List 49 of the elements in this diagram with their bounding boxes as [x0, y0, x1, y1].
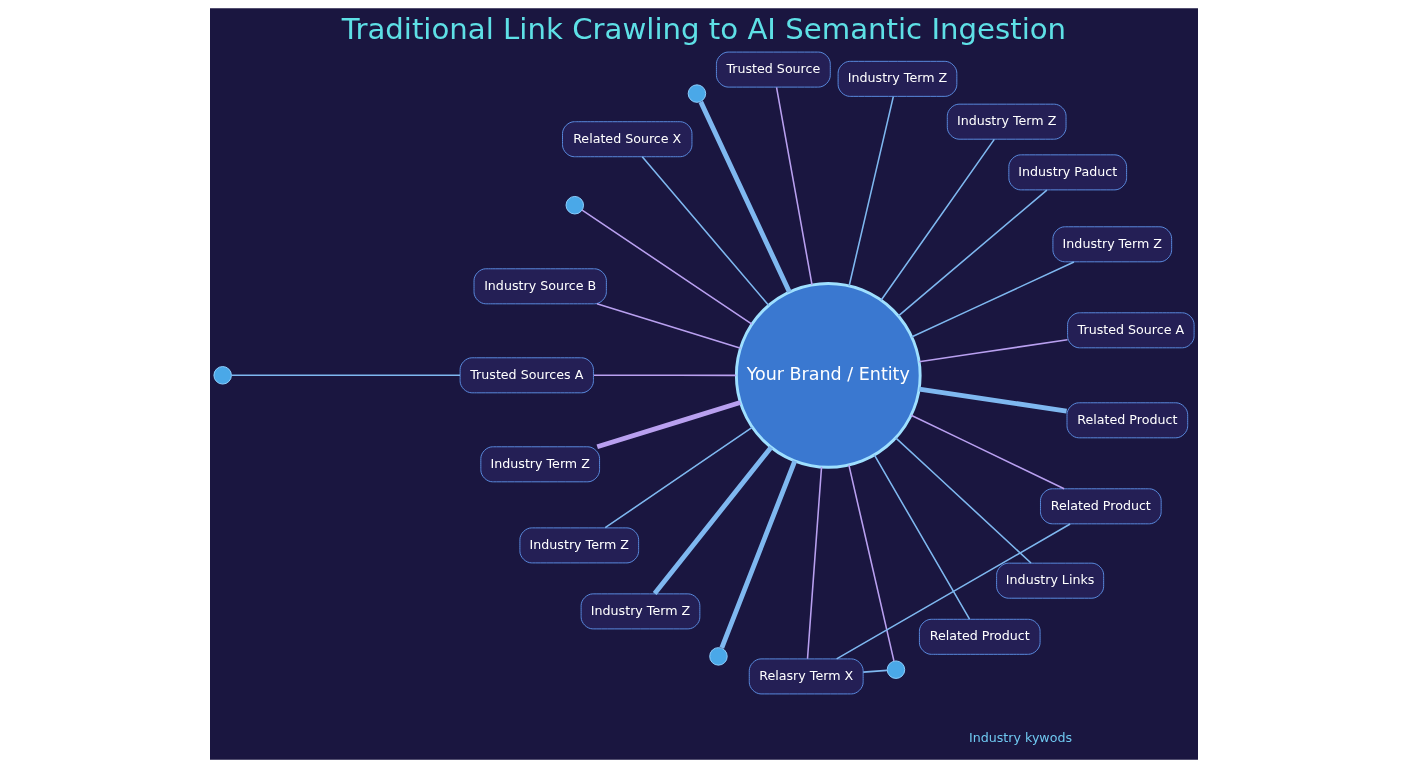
node-box: Related Product: [918, 618, 1041, 655]
connector: [641, 156, 770, 307]
node-box: Trusted Source: [715, 51, 831, 88]
connector: [880, 138, 996, 302]
connector: [806, 466, 823, 660]
connector: [652, 445, 774, 596]
connector: [596, 400, 741, 450]
connector: [719, 459, 798, 649]
connector: [918, 386, 1067, 414]
connector: [596, 303, 742, 350]
node-circle: [565, 195, 585, 215]
node-circle: [886, 660, 906, 679]
connector: [848, 95, 895, 287]
node-box: Industry Term Z: [519, 527, 640, 564]
label: Industry kywods: [969, 729, 1073, 745]
node-box: Industry Source B: [473, 268, 607, 305]
connector: [604, 426, 753, 529]
connector: [910, 414, 1065, 490]
node-box: Industry Term Z: [480, 446, 601, 483]
node-box: Industry Term Z: [946, 103, 1067, 140]
connector: [581, 209, 753, 325]
node-box: Industry Links: [996, 562, 1105, 599]
connector: [593, 374, 737, 377]
node-box: Industry Term Z: [837, 60, 958, 97]
connector: [862, 669, 888, 673]
connector: [698, 100, 792, 293]
diagram-title: Traditional Link Crawling to AI Semantic Ingestion: [341, 12, 1067, 47]
connector: [835, 523, 1071, 660]
connector: [775, 86, 813, 286]
node-circle: Your Brand / Entity: [734, 282, 922, 469]
connector: [848, 464, 895, 662]
node-box: Industry Paduct: [1008, 154, 1128, 191]
node-box: Relasry Term X: [748, 658, 864, 695]
node-circle: [709, 647, 728, 666]
node-box: Related Source X: [562, 121, 693, 158]
connector: [873, 454, 971, 620]
node-box: Industry Term Z: [580, 593, 701, 630]
connector: [894, 437, 1032, 564]
node-box: Trusted Source A: [1067, 312, 1195, 349]
node-box: Industry Term Z: [1052, 226, 1173, 263]
node-circle: [213, 366, 232, 385]
node-box: Related Product: [1066, 402, 1189, 439]
node-box: Trusted Sources A: [459, 357, 594, 394]
connector: [910, 261, 1075, 338]
node-circle: [687, 84, 707, 103]
node-box: Related Product: [1040, 488, 1162, 525]
connector: [918, 338, 1069, 363]
connector: [897, 189, 1048, 317]
connector: [230, 374, 461, 377]
